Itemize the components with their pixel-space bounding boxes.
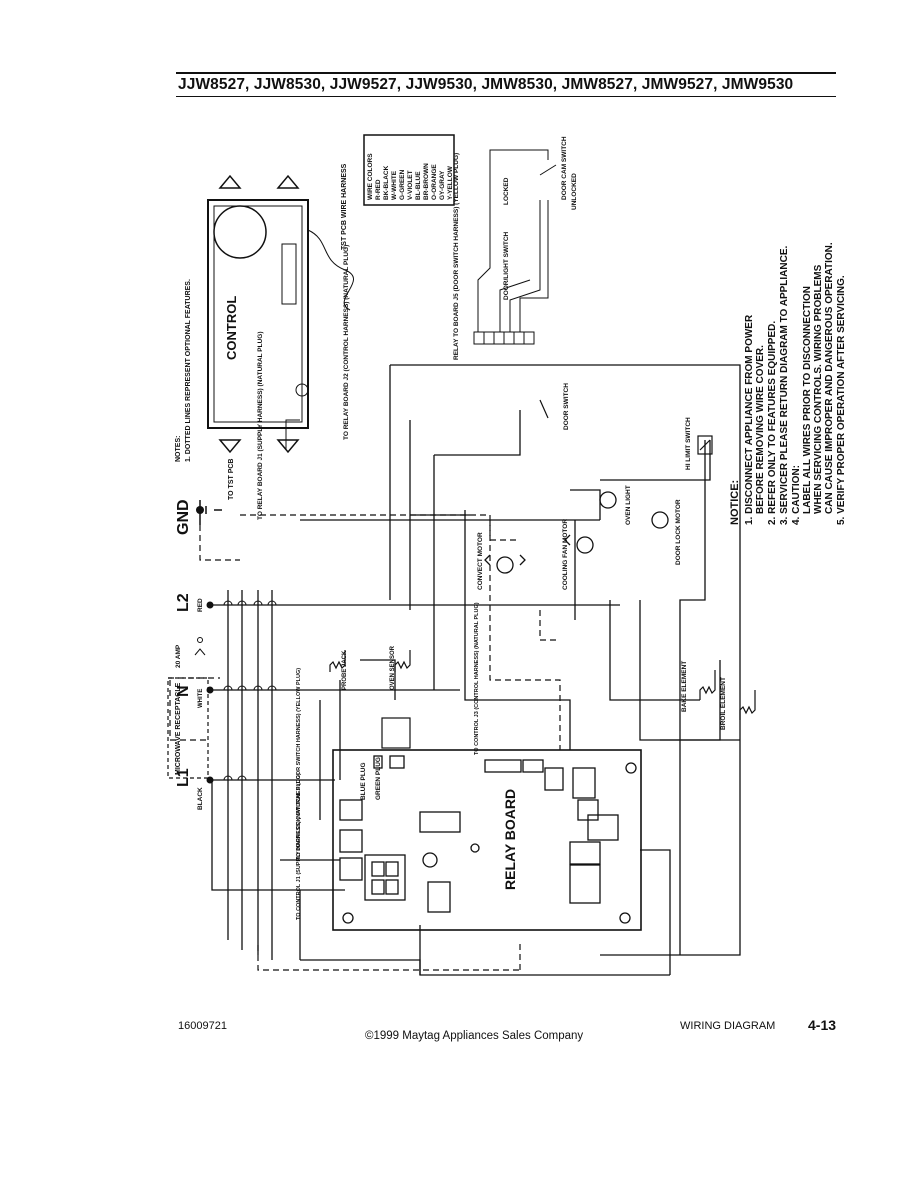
relay-j1-label: TO RELAY BOARD J1 (SUPPLY HARNESS) (NATU…: [257, 331, 264, 520]
wire-color-item: GY-GRAY: [439, 170, 446, 200]
element-symbols: [699, 670, 756, 720]
notice-heading: NOTICE:: [729, 480, 741, 525]
header-rule: [176, 72, 836, 74]
wire-color-item: G-GREEN: [399, 169, 406, 200]
wire-color-item: Y-YELLOW: [447, 165, 454, 200]
blue-plug-label: BLUE PLUG: [360, 762, 367, 800]
black-label: BLACK: [197, 787, 204, 810]
notice-4c: CAN CAUSE IMPROPER AND DANGEROUS OPERATI…: [824, 242, 835, 514]
door-lock-motor-symbol: [651, 511, 669, 529]
gnd-label: GND: [175, 499, 192, 535]
white-label: WHITE: [198, 689, 204, 708]
microwave-receptacle-label: MICROWAVE RECEPTACLE: [175, 682, 182, 775]
notice-4: 4. CAUTION:: [791, 465, 802, 525]
notice-4b: WHEN SERVICING CONTROLS. WIRING PROBLEMS: [813, 264, 824, 514]
notice-1b: BEFORE REMOVING WIRE COVER.: [755, 345, 766, 514]
oven-light-label: OVEN LIGHT: [625, 485, 632, 525]
control-unit: [207, 174, 354, 454]
to-tst-pcb: TO TST PCB: [228, 459, 235, 500]
n-label: N: [175, 685, 192, 697]
wire-color-item: BL-BLUE: [415, 171, 422, 200]
notice-1a: 1. DISCONNECT APPLIANCE FROM POWER: [744, 314, 755, 525]
fuse-symbol: [194, 637, 206, 656]
wire-color-item: BK-BLACK: [383, 165, 390, 200]
door-light-switch-label: DOOR/LIGHT SWITCH: [503, 231, 510, 300]
unlocked-label: UNLOCKED: [571, 173, 578, 210]
wire-colors-heading: WIRE COLORS: [367, 153, 374, 200]
relay-board-parts: [339, 755, 637, 924]
probe-jack-label: PROBE JACK: [342, 650, 348, 690]
door-lock-motor-label: DOOR LOCK MOTOR: [675, 499, 682, 565]
junction-dots: [196, 506, 214, 784]
bake-element-label: BAKE ELEMENT: [681, 661, 688, 712]
j5-connector: [473, 149, 557, 345]
notice-block: NOTICE: 1. DISCONNECT APPLIANCE FROM POW…: [729, 242, 847, 525]
wire-color-item: O-ORANGE: [431, 164, 438, 200]
notes-line: 1. DOTTED LINES REPRESENT OPTIONAL FEATU…: [185, 279, 192, 462]
notes-heading: NOTES:: [175, 436, 182, 462]
header-rule-bottom: [176, 96, 836, 97]
page-number: 4-13: [808, 1017, 837, 1033]
wire-color-item: W-WHITE: [391, 170, 398, 200]
to-control-j3-label: TO CONTROL J3 (CONTROL HARNESS) (NATURAL…: [474, 602, 480, 755]
copyright: ©1999 Maytag Appliances Sales Company: [365, 1030, 584, 1042]
wire-harness-title: TST PCB WIRE HARNESS: [341, 163, 348, 250]
door-switch-symbol: [539, 399, 549, 419]
page-title: JJW8527, JJW8530, JJW9527, JJW9530, JMW8…: [178, 76, 794, 93]
to-door-lock-switches-label: TO DOOR LOCK SWITCHES (DOOR SWITCH HARNE…: [296, 668, 302, 860]
control-label: CONTROL: [224, 296, 239, 360]
locked-label: LOCKED: [503, 177, 510, 205]
wire-color-item: BR-BROWN: [423, 163, 430, 200]
relay-j2-label: TO RELAY BOARD J2 (CONTROL HARNESS) (NAT…: [343, 245, 350, 440]
broil-element-label: BROIL ELEMENT: [720, 677, 727, 730]
door-cam-switch-label: DOOR CAM SWITCH: [561, 136, 568, 200]
convect-motor-label: CONVECT MOTOR: [477, 532, 484, 590]
l2-label: L2: [175, 593, 192, 612]
wire-color-item: R-RED: [375, 179, 382, 200]
cooling-fan-motor-symbol: [564, 534, 594, 554]
door-switch-label: DOOR SWITCH: [563, 383, 570, 430]
section-title: WIRING DIAGRAM: [680, 1020, 776, 1032]
oven-sensor-label: OVEN SENSOR: [390, 645, 396, 690]
oven-light-symbol: [599, 491, 617, 509]
notice-4a: LABEL ALL WIRES PRIOR TO DISCONNECTION: [802, 286, 813, 514]
hi-limit-symbol: [697, 435, 713, 455]
ground-symbol: [199, 500, 222, 525]
relay-j5-label: RELAY TO BOARD J5 (DOOR SWITCH HARNESS) …: [453, 153, 460, 360]
to-control-j1-label: TO CONTROL J1 (SUPPLY HARNESS) (NATURAL …: [296, 773, 302, 920]
probe-jack-symbol: [329, 650, 411, 749]
wire-colors-box: [363, 134, 455, 206]
notice-2: 2. REFER ONLY TO FEATURES EQUIPPED.: [767, 321, 778, 525]
red-label: RED: [197, 598, 204, 612]
relay-board-label: RELAY BOARD: [502, 789, 518, 890]
optional-wiring: [168, 514, 561, 971]
notice-5: 5. VERIFY PROPER OPERATION AFTER SERVICI…: [836, 275, 847, 525]
green-plug-label: GREEN PLUG: [375, 757, 382, 800]
wire-color-item: V-VIOLET: [407, 170, 414, 200]
convect-motor-symbol: [484, 554, 526, 574]
relay-board: [332, 749, 642, 931]
cooling-fan-motor-label: COOLING FAN MOTOR: [562, 519, 569, 590]
hi-limit-switch-label: HI LIMIT SWITCH: [685, 417, 692, 470]
connector-bumps: [223, 600, 277, 781]
amp-20-label: 20 AMP: [175, 644, 182, 668]
notice-3: 3. SERVICER PLEASE RETURN DIAGRAM TO APP…: [779, 245, 790, 525]
part-number: 16009721: [178, 1020, 227, 1032]
